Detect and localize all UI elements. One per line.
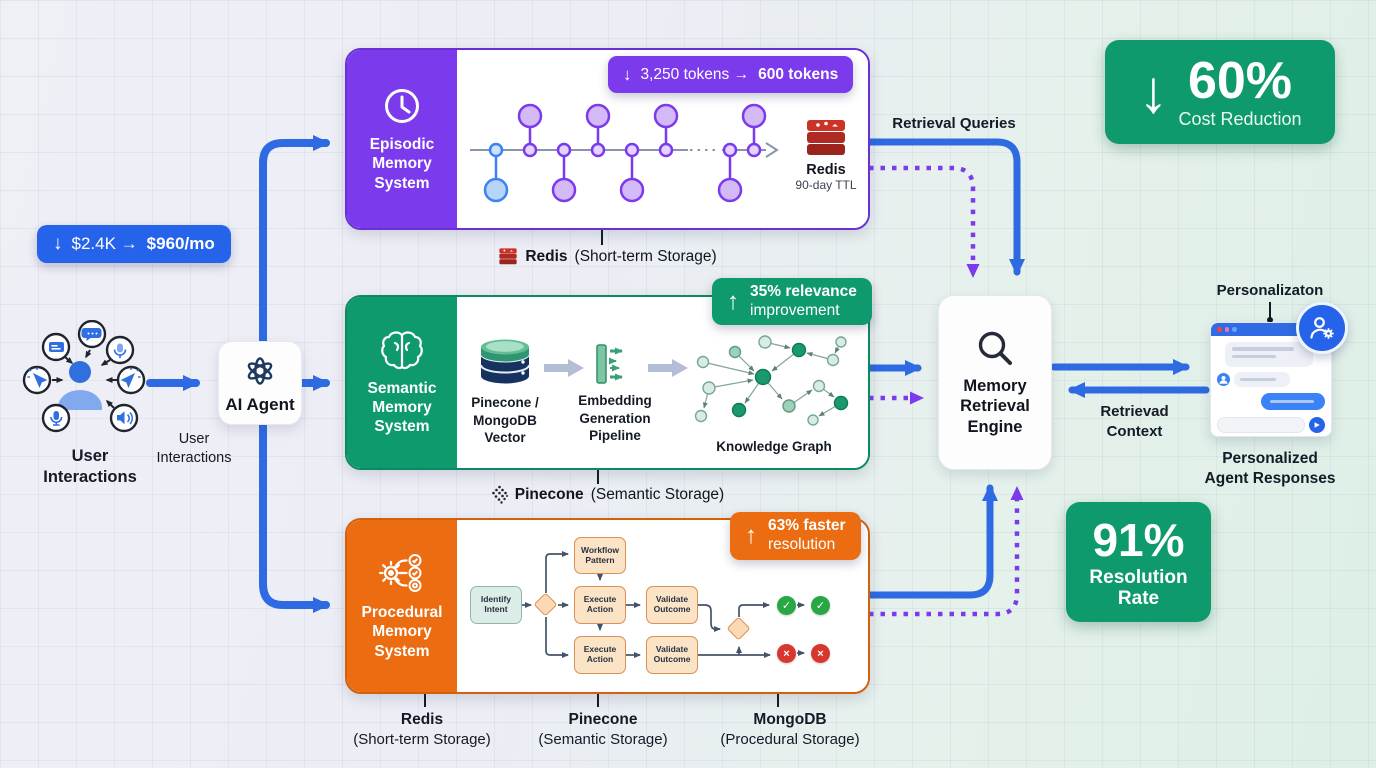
- resolution-rate-label-1: Resolution: [1089, 566, 1188, 588]
- wf-success-1: ✓: [777, 596, 796, 615]
- pipeline-arrow-1: [544, 359, 584, 377]
- window-dot-red: [1217, 327, 1222, 332]
- magnifier-icon: [978, 331, 1012, 365]
- window-dot-pink: [1224, 327, 1229, 332]
- token-reduction-badge: ↓ 3,250 tokens → 600 tokens: [608, 56, 854, 93]
- chat-bubble-reply: [1261, 393, 1325, 410]
- cost-from: $2.4K →: [71, 234, 138, 253]
- chat-bubble-user: [1234, 372, 1290, 387]
- brain-icon: [381, 331, 423, 369]
- clock-icon: [385, 89, 419, 124]
- wf-fail-2: ×: [811, 644, 830, 663]
- embedding-pipeline-icon: [596, 344, 623, 384]
- episodic-storage-caption: Redis (Short-term Storage): [345, 247, 870, 266]
- pinecone-icon: [491, 485, 508, 504]
- personalization-label: Personalizaton: [1216, 282, 1324, 299]
- wf-success-2: ✓: [811, 596, 830, 615]
- down-arrow-icon: ↓: [53, 233, 63, 254]
- chat-input[interactable]: [1217, 417, 1305, 433]
- ai-agent-node: AI Agent: [218, 341, 302, 425]
- up-arrow-icon: ↑: [745, 522, 757, 549]
- monthly-cost-badge: ↓ $2.4K → $960/mo: [37, 225, 231, 263]
- cost-reduction-label: Cost Reduction: [1178, 108, 1302, 129]
- chat-user-avatar: [1217, 373, 1230, 386]
- cost-reduction-stat: ↓ 60% Cost Reduction: [1105, 40, 1335, 144]
- semantic-storage-caption: Pinecone (Semantic Storage): [345, 485, 870, 504]
- user-gear-icon: [1310, 317, 1334, 339]
- redis-node: Redis 90-day TTL: [788, 118, 864, 192]
- redis-icon: [807, 120, 845, 155]
- resolution-rate-value: 91%: [1092, 513, 1185, 566]
- cost-to: $960/mo: [146, 234, 215, 253]
- user-avatar: [69, 361, 91, 383]
- storage-caption-redis: Redis (Short-term Storage): [353, 711, 491, 749]
- down-arrow-icon: ↓: [1138, 58, 1169, 125]
- gear-workflow-icon: [378, 554, 422, 593]
- ai-agent-label: AI Agent: [225, 395, 295, 414]
- resolution-rate-stat: 91% Resolution Rate: [1066, 502, 1211, 622]
- vector-db-icon: [480, 339, 530, 384]
- storage-caption-pinecone: Pinecone (Semantic Storage): [538, 711, 668, 749]
- window-dot-blue: [1232, 327, 1237, 332]
- user-avatar-body: [58, 390, 102, 410]
- redis-name: Redis: [806, 162, 846, 178]
- cost-reduction-value: 60%: [1187, 51, 1293, 110]
- ai-knot-icon: [247, 357, 273, 385]
- send-button[interactable]: [1309, 417, 1325, 433]
- wf-fail-1: ×: [777, 644, 796, 663]
- up-arrow-icon: ↑: [727, 287, 739, 315]
- faster-resolution-badge: ↑ 63% faster resolution: [730, 512, 861, 560]
- redis-ttl: 90-day TTL: [795, 178, 857, 192]
- relevance-badge: ↑ 35% relevance improvement: [712, 278, 872, 325]
- storage-caption-mongodb: MongoDB (Procedural Storage): [720, 711, 860, 749]
- resolution-rate-label-2: Rate: [1117, 587, 1160, 609]
- episodic-timeline: [470, 103, 779, 203]
- chat-bubble-agent: [1225, 342, 1313, 367]
- redis-mini-icon: [499, 248, 517, 265]
- pipeline-arrow-2: [648, 359, 688, 377]
- user-interactions-cluster: [22, 320, 146, 433]
- personalization-bubble: [1296, 302, 1348, 354]
- knowledge-graph: [694, 335, 849, 426]
- down-arrow-icon: ↓: [623, 64, 632, 84]
- knowledge-graph-label: Knowledge Graph: [716, 439, 832, 454]
- retrieval-queries-label: Retrieval Queries: [892, 115, 1016, 132]
